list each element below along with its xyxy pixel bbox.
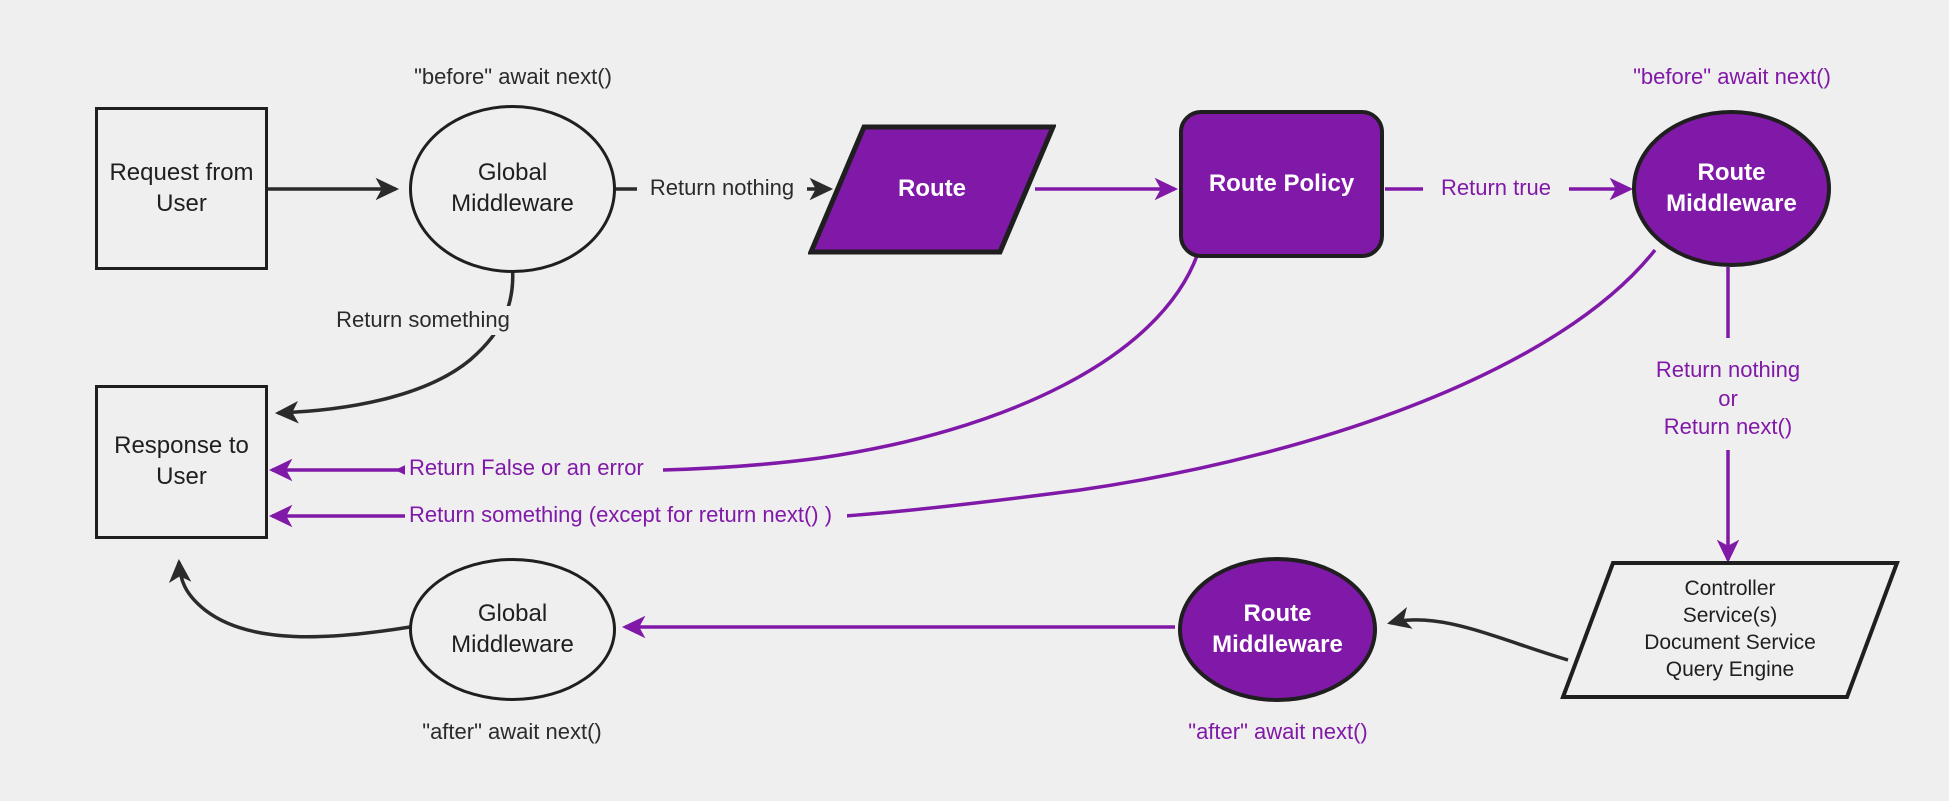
node-route-label: Route — [898, 175, 966, 203]
edge-route-middleware-to-response-something — [844, 248, 1657, 518]
node-global-middleware-bottom[interactable]: Global Middleware — [409, 558, 616, 701]
label-return-something-except-next: Return something (except for return next… — [405, 501, 847, 530]
label-return-nothing: Return nothing — [637, 174, 807, 203]
node-global-middleware-top-label: Global Middleware — [451, 159, 574, 217]
node-route-middleware-bottom[interactable]: Route Middleware — [1178, 557, 1377, 702]
edge-global-middleware-to-response — [274, 261, 515, 424]
node-controller-stack-label: Controller Service(s) Document Service Q… — [1644, 577, 1816, 681]
label-return-true: Return true — [1423, 174, 1569, 203]
label-after-await-next-route: "after" await next() — [1128, 718, 1428, 747]
node-route-middleware-top-label: Route Middleware — [1666, 158, 1797, 217]
node-global-middleware-top[interactable]: Global Middleware — [409, 105, 616, 273]
node-request-from-user-label: Request from User — [109, 158, 254, 217]
label-return-something-global: Return something — [303, 306, 543, 335]
node-route-policy[interactable]: Route Policy — [1179, 110, 1384, 258]
route-parallelogram-shape — [808, 124, 1056, 255]
edge-controller-to-route-middleware-bottom — [1387, 607, 1569, 662]
node-route-middleware-top[interactable]: Route Middleware — [1632, 110, 1831, 267]
node-response-to-user[interactable]: Response to User — [95, 385, 268, 539]
node-route-policy-label: Route Policy — [1208, 169, 1355, 197]
node-route[interactable]: Route — [808, 124, 1056, 255]
node-controller-stack[interactable]: Controller Service(s) Document Service Q… — [1560, 560, 1900, 700]
node-response-to-user-label: Response to User — [114, 432, 249, 490]
controller-parallelogram-shape — [1560, 561, 1900, 699]
label-before-await-next-route: "before" await next() — [1582, 63, 1882, 92]
label-before-await-next-global: "before" await next() — [363, 63, 663, 92]
node-global-middleware-bottom-label: Global Middleware — [451, 599, 574, 658]
label-return-false-or-error: Return False or an error — [405, 454, 661, 483]
edge-route-policy-to-response-false — [662, 252, 1200, 472]
node-route-middleware-bottom-label: Route Middleware — [1212, 599, 1343, 658]
label-return-nothing-or-next: Return nothing or Return next() — [1618, 356, 1838, 442]
label-after-await-next-global: "after" await next() — [362, 718, 662, 747]
node-request-from-user[interactable]: Request from User — [95, 107, 268, 270]
edge-global-middleware-bottom-to-response — [168, 558, 411, 639]
